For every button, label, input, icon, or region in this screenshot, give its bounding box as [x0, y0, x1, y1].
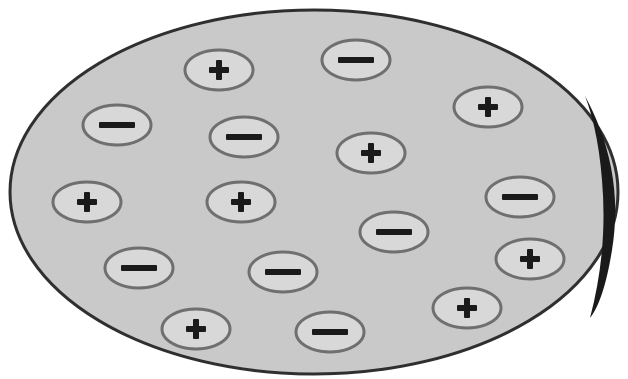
minus-bar	[376, 229, 412, 235]
minus-bar	[338, 57, 374, 63]
minus-bar	[226, 134, 262, 140]
negative-charge	[210, 117, 278, 157]
positive-charge	[185, 50, 253, 90]
plus-vertical-bar	[84, 192, 90, 212]
minus-bar	[265, 269, 301, 275]
negative-charge	[296, 312, 364, 352]
positive-charge	[337, 133, 405, 173]
negative-charge	[105, 248, 173, 288]
minus-bar	[121, 265, 157, 271]
positive-charge	[496, 239, 564, 279]
negative-charge	[322, 40, 390, 80]
negative-charge	[360, 212, 428, 252]
negative-charge	[249, 252, 317, 292]
minus-bar	[502, 194, 538, 200]
positive-charge	[162, 309, 230, 349]
positive-charge	[53, 182, 121, 222]
negative-charge	[486, 177, 554, 217]
negative-charge	[83, 105, 151, 145]
minus-bar	[99, 122, 135, 128]
positive-charge	[207, 182, 275, 222]
plus-vertical-bar	[464, 298, 470, 318]
plus-vertical-bar	[527, 249, 533, 269]
positive-charge	[454, 87, 522, 127]
plus-vertical-bar	[193, 319, 199, 339]
plus-vertical-bar	[216, 60, 222, 80]
positive-charge	[433, 288, 501, 328]
plus-vertical-bar	[368, 143, 374, 163]
plus-vertical-bar	[485, 97, 491, 117]
plus-vertical-bar	[238, 192, 244, 212]
minus-bar	[312, 329, 348, 335]
